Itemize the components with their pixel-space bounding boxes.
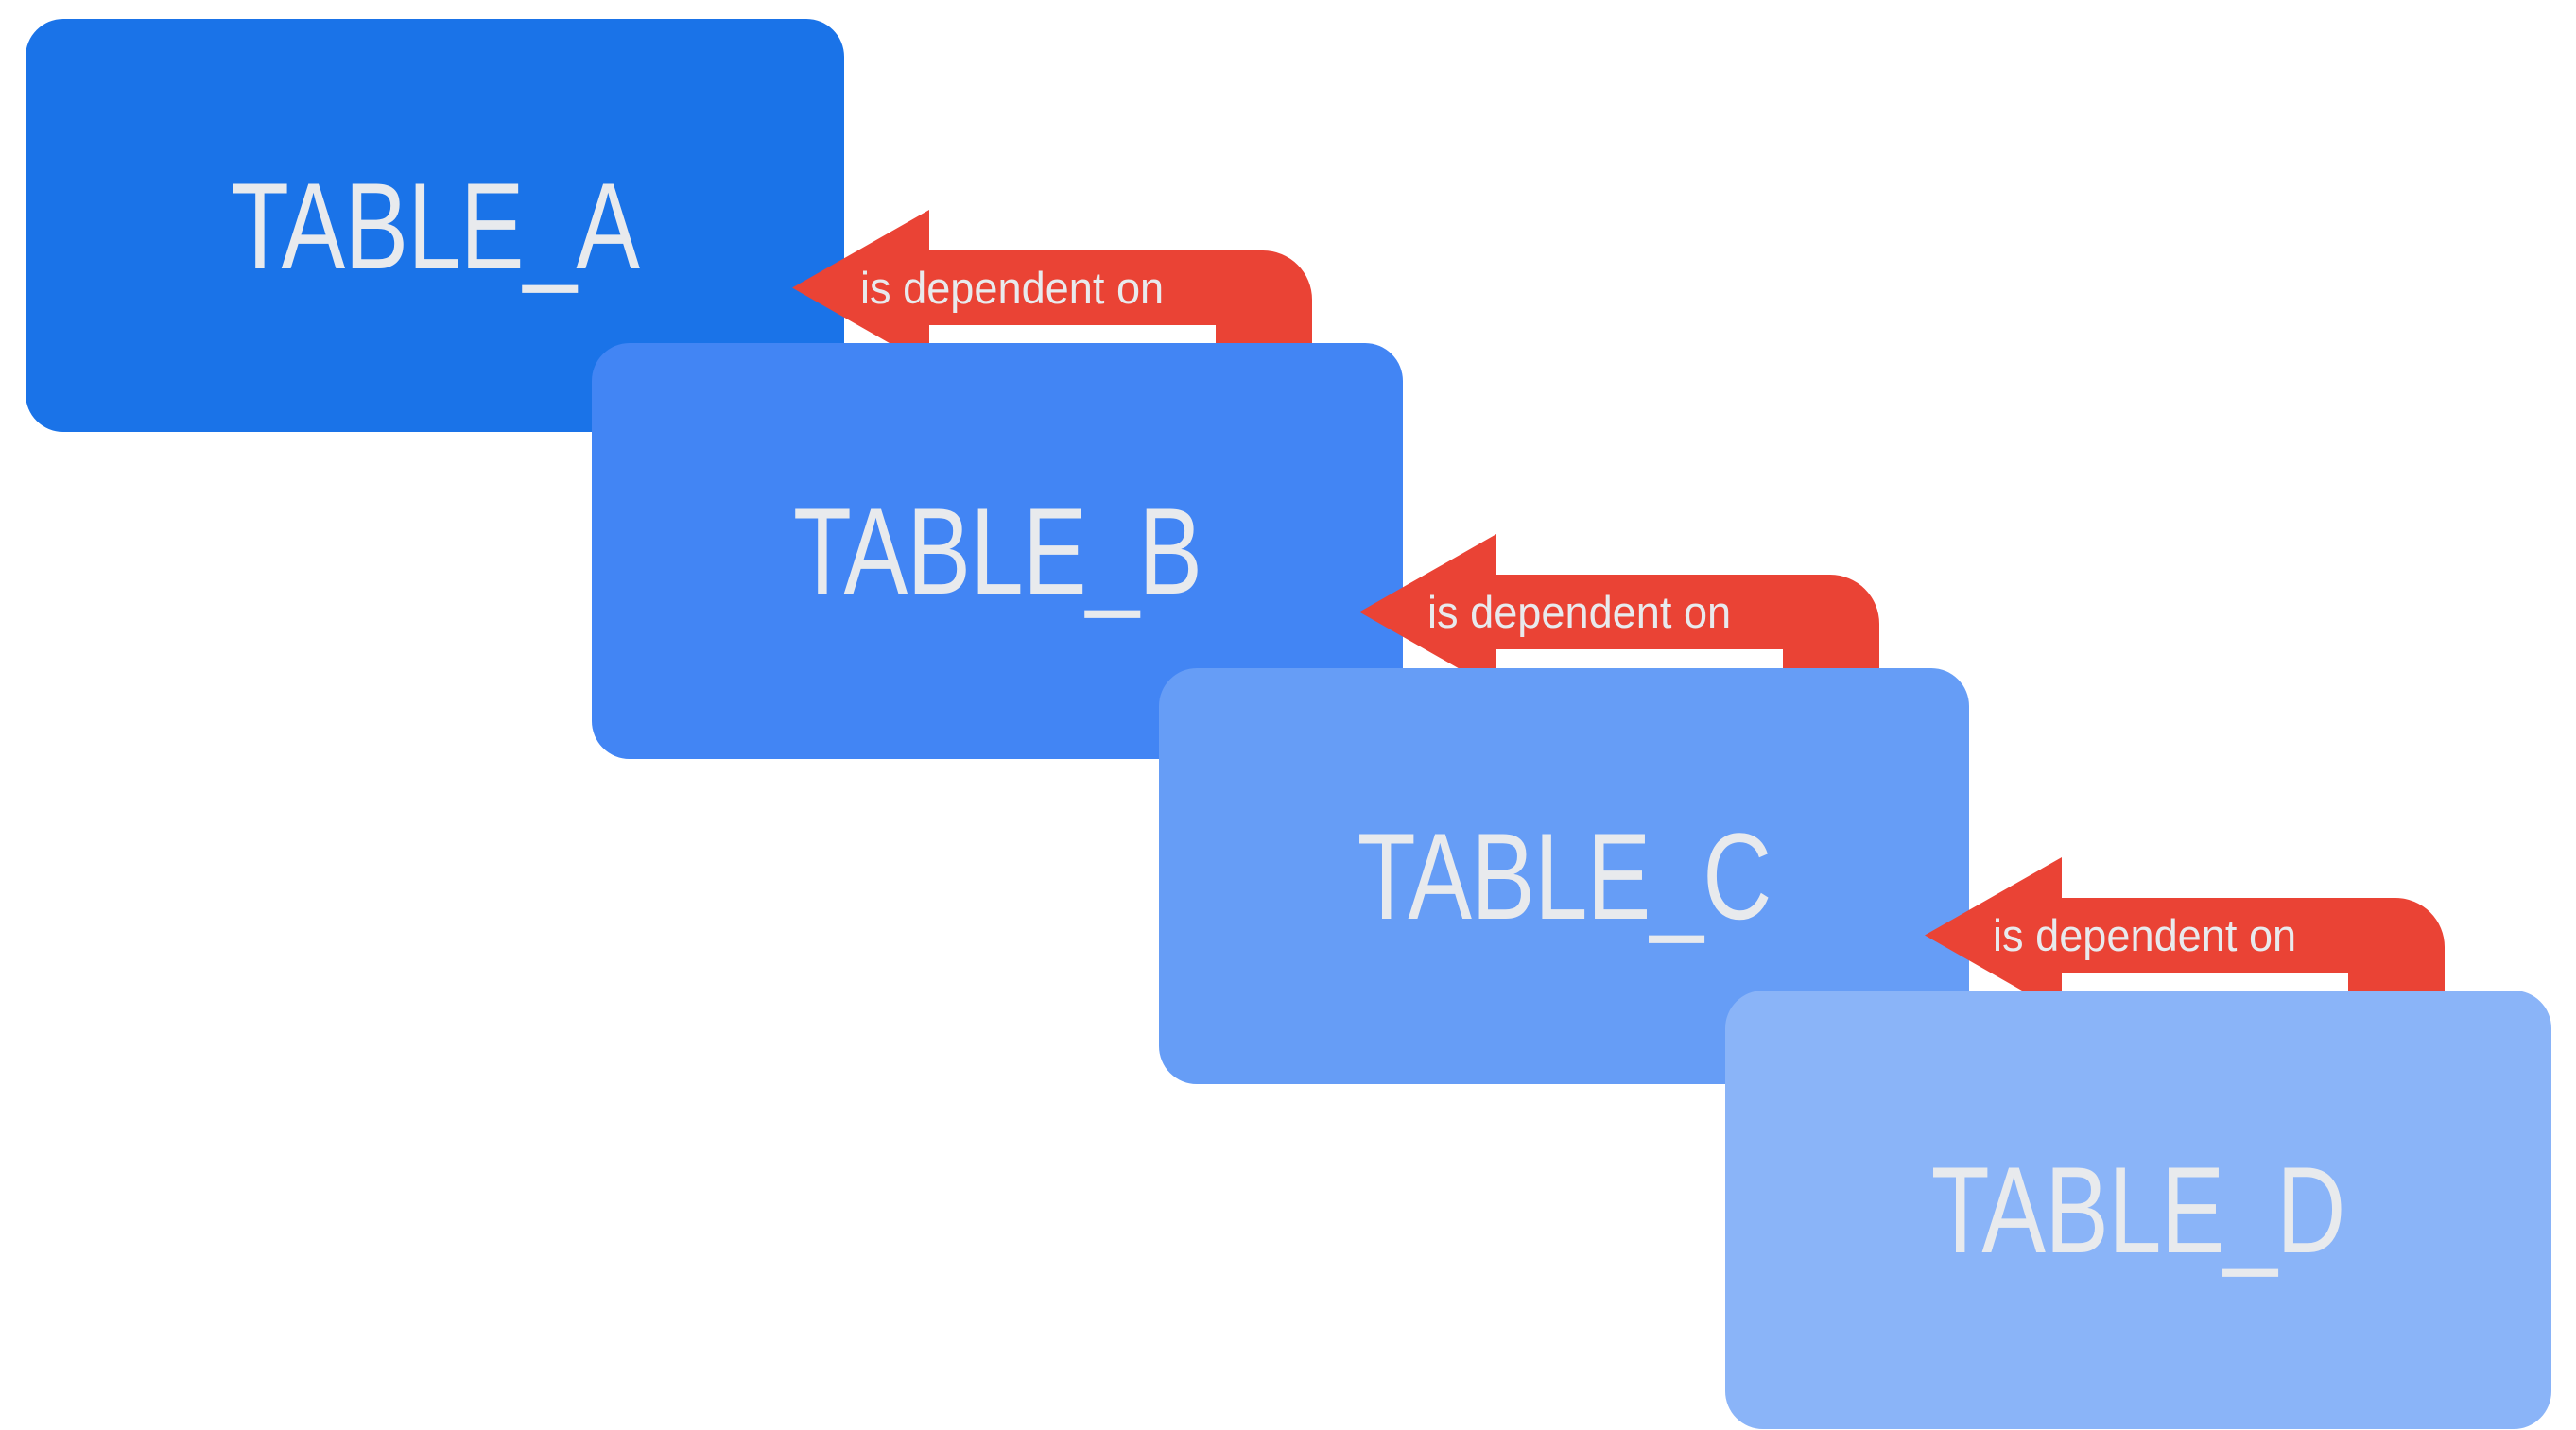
node-table-d[interactable]: TABLE_D: [1725, 991, 2551, 1429]
node-table-a[interactable]: TABLE_A: [26, 19, 844, 432]
node-label-table-d: TABLE_D: [1931, 1141, 2346, 1279]
node-label-table-c: TABLE_C: [1357, 807, 1772, 945]
node-label-table-b: TABLE_B: [792, 482, 1202, 620]
node-label-table-a: TABLE_A: [230, 156, 640, 295]
